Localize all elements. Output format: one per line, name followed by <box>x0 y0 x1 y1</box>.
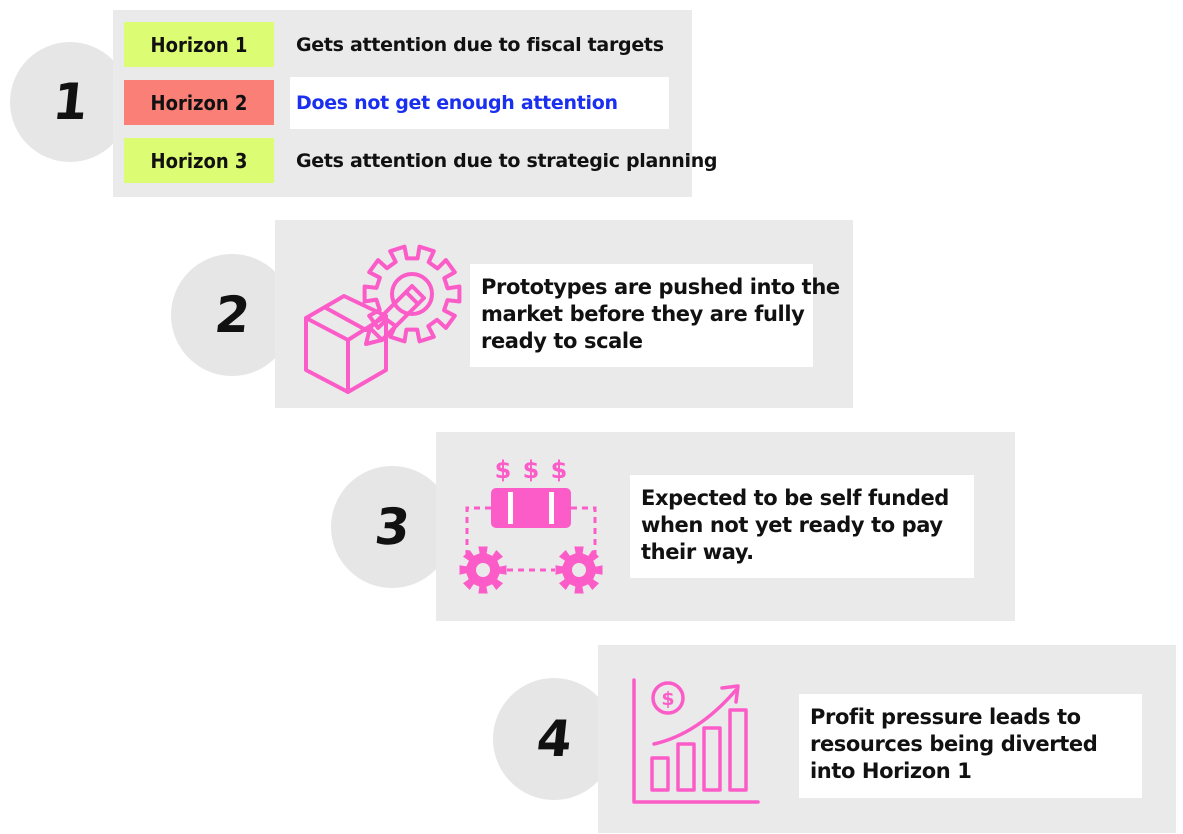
dollar-sign-icon: $ <box>495 456 512 484</box>
step-1-number-circle: 1 <box>10 42 130 162</box>
step-2-text-line-1: Prototypes are pushed into the <box>481 275 840 299</box>
step-4-text-line-3: into Horizon 1 <box>810 759 972 783</box>
step-4-number-circle: 4 <box>493 678 615 800</box>
step-2-text-line-2: market before they are fully <box>481 302 805 326</box>
horizon-1-label: Horizon 1 <box>124 22 274 67</box>
horizon-1-text: Gets attention due to fiscal targets <box>296 33 664 56</box>
step-4-text-line-2: resources being diverted <box>810 732 1098 756</box>
dollar-sign-icon: $ <box>523 456 540 484</box>
step-3-number-circle: 3 <box>331 466 453 588</box>
step-2-text-line-3: ready to scale <box>481 329 643 353</box>
step-2-number: 2 <box>211 286 253 344</box>
horizon-3-text: Gets attention due to strategic planning <box>296 149 718 172</box>
rising-profit-chart-icon: $ <box>632 678 760 804</box>
horizon-2-text: Does not get enough attention <box>296 91 618 114</box>
horizon-2-highlight-box <box>290 77 669 129</box>
horizon-2-label: Horizon 2 <box>124 80 274 125</box>
dollar-sign-icon: $ <box>661 688 674 710</box>
step-3-text-line-3: their way. <box>641 540 754 564</box>
dollar-sign-icon: $ <box>551 456 568 484</box>
horizon-3-label: Horizon 3 <box>124 138 274 183</box>
step-4-number: 4 <box>533 710 575 768</box>
step-2-text-box: Prototypes are pushed into the market be… <box>470 264 840 367</box>
step-2-number-circle: 2 <box>171 254 293 376</box>
step-4-text-line-1: Profit pressure leads to <box>810 705 1081 729</box>
step-3-number: 3 <box>371 498 413 556</box>
step-3-text-line-1: Expected to be self funded <box>641 486 949 510</box>
step-3-text-box: Expected to be self funded when not yet … <box>630 475 974 578</box>
step-3-text-line-2: when not yet ready to pay <box>641 513 943 537</box>
step-1-number: 1 <box>49 73 91 131</box>
step-4-text-box: Profit pressure leads to resources being… <box>799 694 1142 798</box>
box-with-gear-and-pencil-icon <box>304 244 462 394</box>
money-and-gears-icon: $ $ $ <box>459 456 603 594</box>
